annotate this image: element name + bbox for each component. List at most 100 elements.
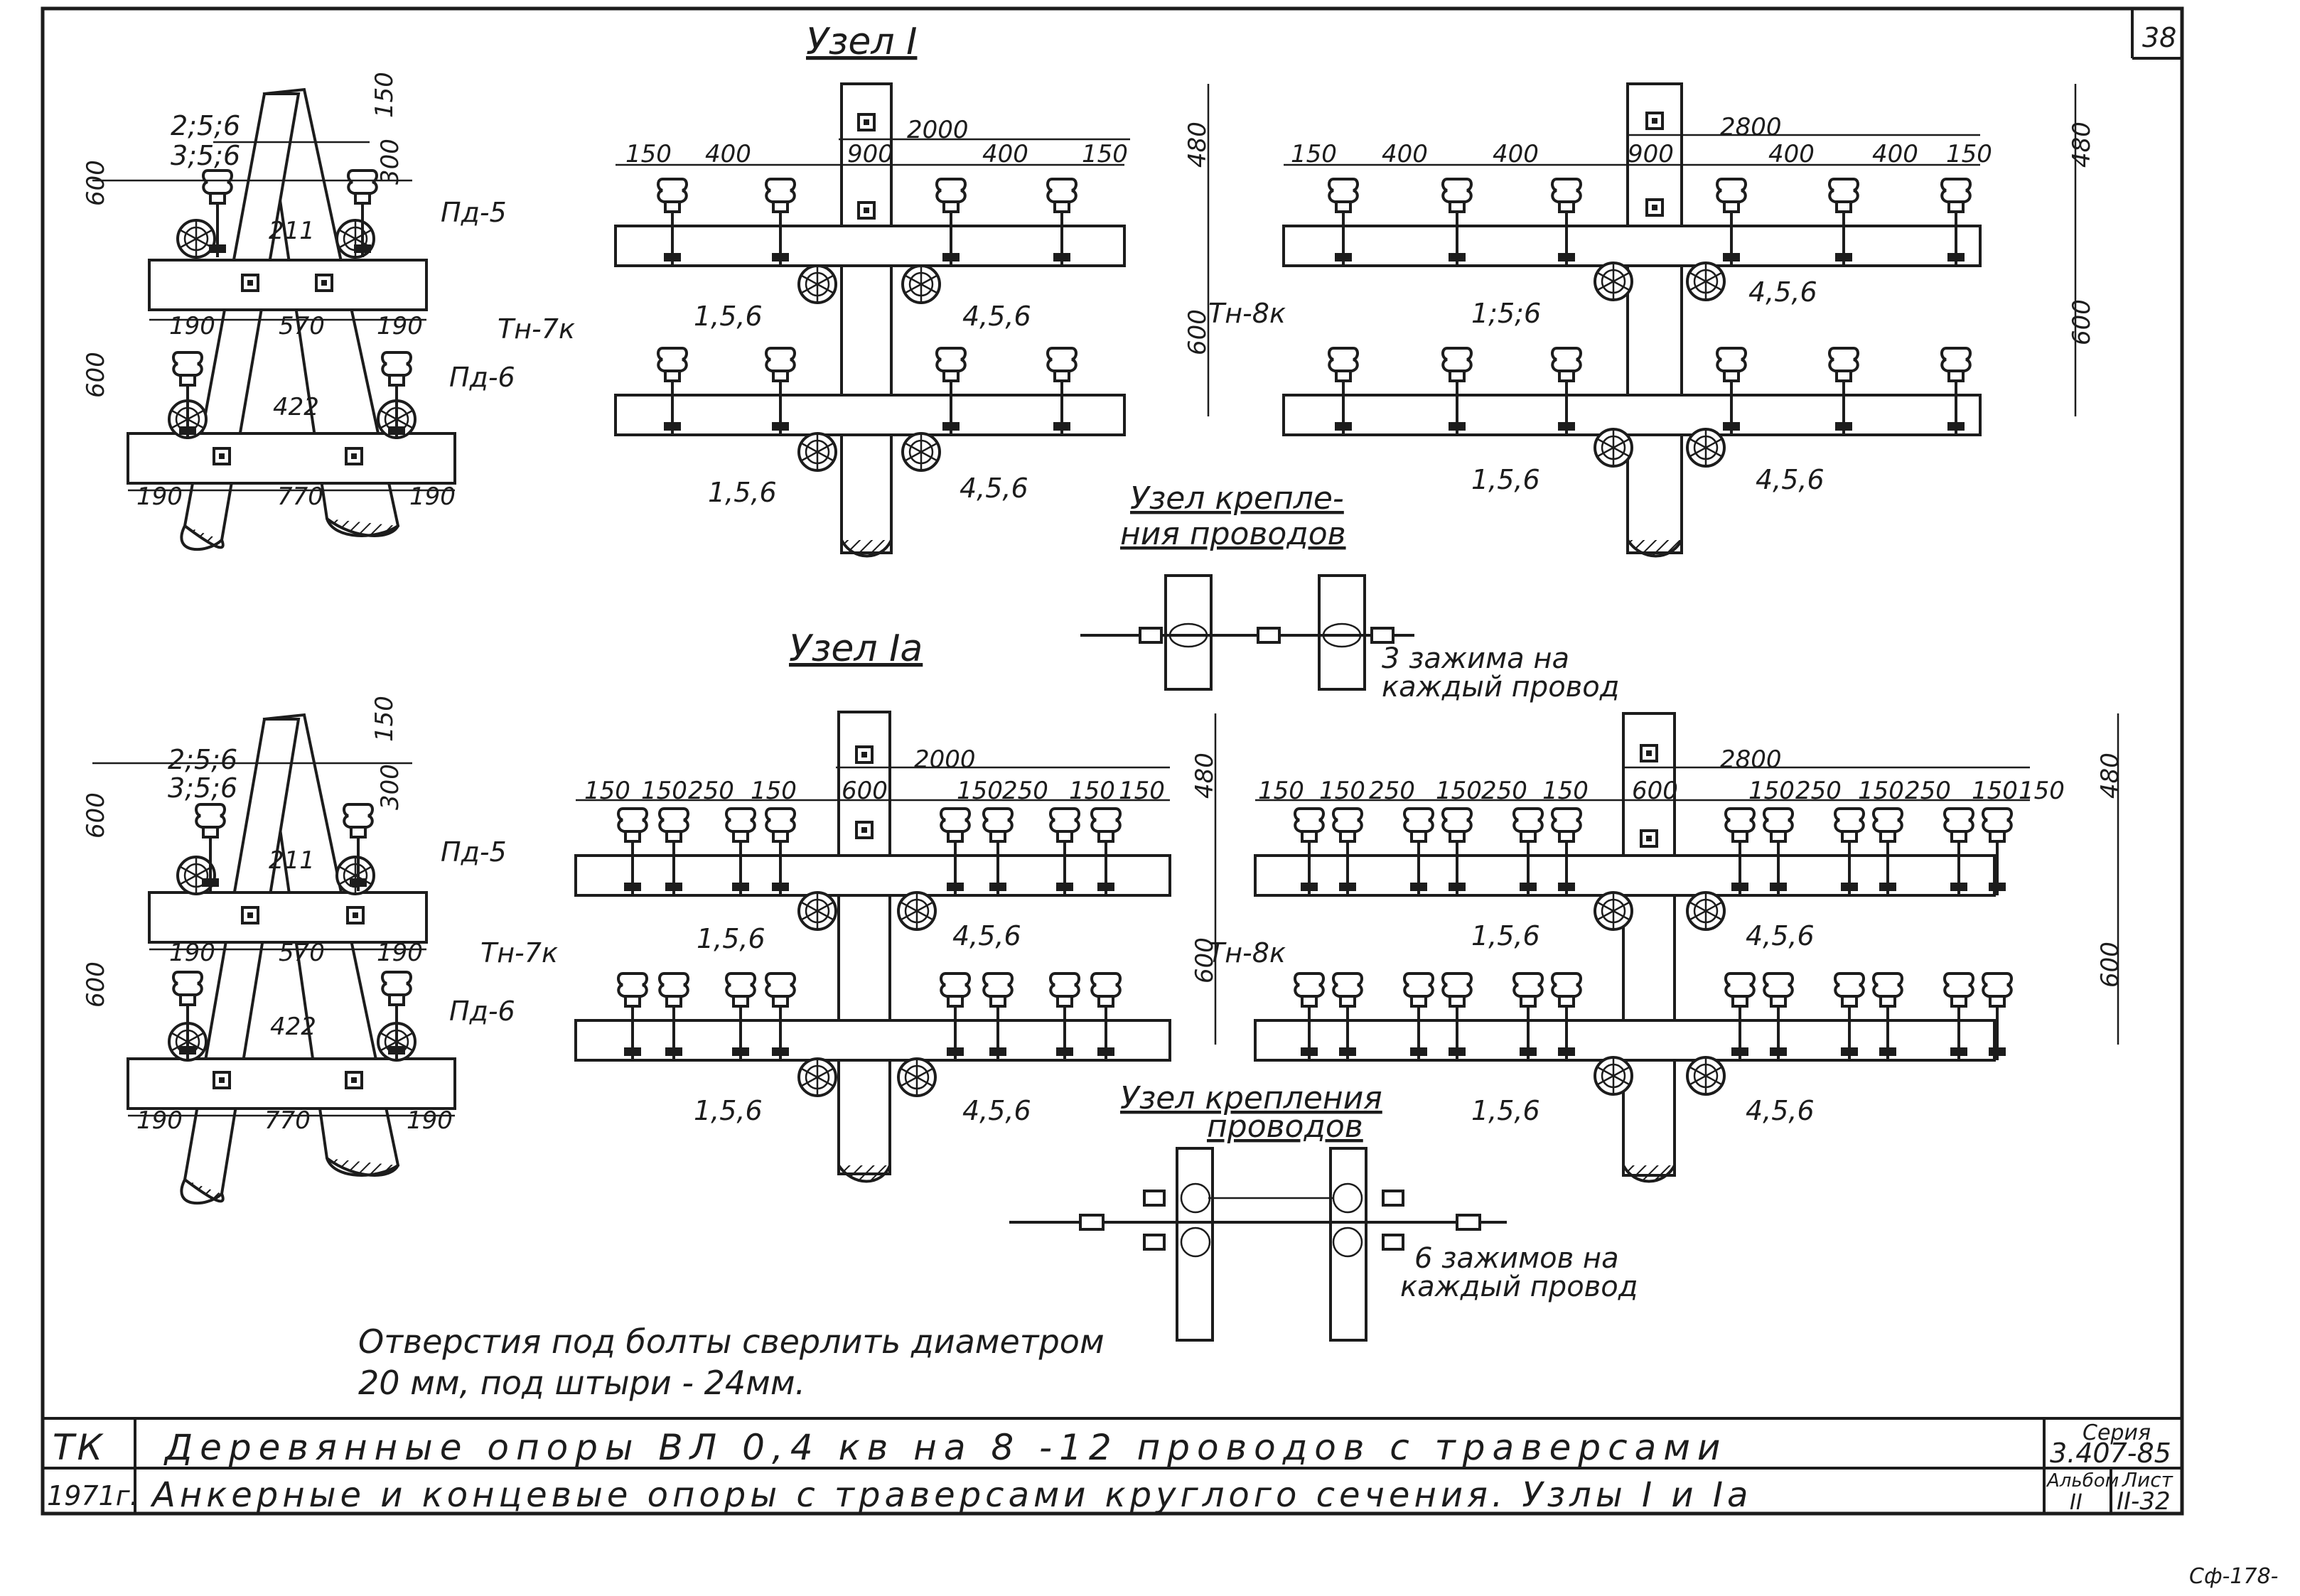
title-node1: Узел I	[806, 21, 917, 63]
note-drill-1: Отверстия под болты сверлить диаметром	[358, 1322, 1105, 1361]
dim-400-n1r-c: 400	[1768, 140, 1815, 168]
dim-250-n1ar-d: 250	[1905, 777, 1951, 805]
ref-156-n1ar-a: 1,5,6	[1471, 920, 1540, 951]
dim-600-top-b: 600	[82, 352, 110, 398]
dim-900-n1r: 900	[1628, 140, 1674, 168]
dim-150-n1a-e: 150	[1069, 777, 1115, 805]
tb-year: 1971г.	[47, 1480, 139, 1511]
dim-150-n1a-b: 150	[641, 777, 687, 805]
dim-770-bottom: 770	[264, 1106, 311, 1135]
dim-150-n1ar-g: 150	[1972, 777, 2018, 805]
ref-456-n1r-a: 4,5,6	[1748, 276, 1817, 308]
ref-156-n1a-b: 1,5,6	[694, 1095, 763, 1126]
ref-456-n1-a: 4,5,6	[962, 301, 1031, 332]
ref-356-bottom: 3;5;6	[168, 772, 237, 804]
page-number-box: 38	[2131, 7, 2182, 60]
ref-456-n1r-b: 4,5,6	[1756, 464, 1825, 495]
dim-600-bottom-b: 600	[82, 961, 110, 1008]
dim-211-top: 211	[269, 217, 315, 245]
label-pd6-bottom: Пд-6	[449, 996, 515, 1027]
dim-400-n1-b: 400	[982, 140, 1028, 168]
dim-150-n1ar-f: 150	[1858, 777, 1904, 805]
dim-400-n1-a: 400	[705, 140, 751, 168]
ref-156-n1-b: 1,5,6	[708, 477, 777, 508]
dim-480-n1ar: 480	[2096, 753, 2124, 799]
tb-series-label: Серия	[2083, 1420, 2151, 1445]
dim-150-n1a-d: 150	[957, 777, 1003, 805]
dim-190-top-d: 190	[409, 482, 456, 511]
dim-2800-top: 2800	[1720, 113, 1782, 141]
ref-356-top: 3;5;6	[171, 140, 240, 171]
dim-570-top: 570	[279, 312, 325, 340]
wire-attachment-bottom	[1009, 1147, 1507, 1342]
ref-256-bottom: 2;5;6	[168, 744, 237, 775]
note-clamps-6-a: 6 зажимов на	[1414, 1242, 1619, 1275]
dim-150-n1ar-e: 150	[1748, 777, 1795, 805]
dim-190-top-b: 190	[377, 312, 423, 340]
dim-150-n1a-f: 150	[1119, 777, 1165, 805]
ref-156-n1a-a: 1,5,6	[697, 923, 765, 954]
label-tn8k-top: Тн-8к	[1208, 298, 1286, 329]
dim-2800-bottom: 2800	[1720, 745, 1782, 774]
pole-elevation-top	[92, 87, 456, 551]
dim-300-bottom: 300	[376, 764, 404, 810]
dim-150-n1a-c: 150	[751, 777, 797, 805]
title-wire-node-top-2: ния проводов	[1120, 516, 1346, 552]
tb-line2: Анкерные и концевые опоры с траверсами к…	[150, 1475, 1752, 1515]
label-tn7k-bottom: Тн-7к	[480, 937, 558, 969]
dim-190-top-a: 190	[169, 312, 215, 340]
tb-line1: Деревянные опоры ВЛ 0,4 кв на 8 -12 пров…	[163, 1427, 1727, 1468]
dim-600-n1r: 600	[2068, 299, 2096, 345]
dim-770-top: 770	[277, 482, 323, 511]
dim-400-n1r-a: 400	[1382, 140, 1428, 168]
dim-150-n1r-b: 150	[1946, 140, 1992, 168]
dim-600-n1a-v: 600	[1191, 937, 1219, 983]
dim-422-bottom: 422	[270, 1013, 316, 1041]
ref-156-n1r: 1,5,6	[1471, 464, 1540, 495]
tb-series-value: 3.407-85	[2050, 1438, 2171, 1469]
dim-190-bottom-c: 190	[136, 1106, 183, 1135]
dim-600-n1a: 600	[842, 777, 888, 805]
dim-250-n1a-a: 250	[688, 777, 734, 805]
dim-190-bottom-a: 190	[169, 939, 215, 967]
dim-150-n1ar-d: 150	[1542, 777, 1589, 805]
page-number: 38	[2142, 22, 2176, 53]
ref-456-n1a-a: 4,5,6	[952, 920, 1021, 951]
title-wire-node-bottom-2: проводов	[1207, 1109, 1363, 1145]
wire-attachment-top	[1080, 574, 1414, 691]
tb-sheet-value: II-32	[2117, 1487, 2171, 1516]
ref-456-n1a-b: 4,5,6	[962, 1095, 1031, 1126]
dim-600-n1ar-v: 600	[2096, 942, 2124, 988]
dim-2000-top: 2000	[907, 116, 969, 144]
note-clamps-3-a: 3 зажима на	[1382, 642, 1569, 675]
dim-422-top: 422	[273, 393, 319, 421]
dim-211-bottom: 211	[269, 846, 315, 875]
dim-2000-bottom: 2000	[914, 745, 976, 774]
dim-150-n1ar-b: 150	[1319, 777, 1365, 805]
dim-300-top: 300	[376, 139, 404, 185]
tb-album-label: Альбом	[2046, 1470, 2119, 1492]
dim-250-n1a-b: 250	[1002, 777, 1048, 805]
label-tn8k-bottom: Тн-8к	[1208, 937, 1286, 969]
dim-900-n1: 900	[847, 140, 893, 168]
dim-600-n1ar: 600	[1632, 777, 1678, 805]
title-wire-node-bottom-1: Узел крепления	[1120, 1080, 1382, 1116]
ref-156b-n1r: 1;5;6	[1471, 298, 1541, 329]
dim-190-top-c: 190	[136, 482, 183, 511]
dim-150-top: 150	[370, 72, 399, 118]
tb-code: ТК	[53, 1427, 105, 1468]
dim-480-n1a: 480	[1191, 753, 1219, 799]
dim-250-n1ar-c: 250	[1795, 777, 1842, 805]
ref-456-n1-b: 4,5,6	[960, 473, 1028, 504]
note-clamps-3-b: каждый провод	[1382, 671, 1619, 703]
note-drill-2: 20 мм, под штыри - 24мм.	[358, 1364, 805, 1402]
dim-150-bottom: 150	[370, 696, 399, 742]
dim-150-n1-a: 150	[625, 140, 672, 168]
dim-480-n1: 480	[1183, 122, 1212, 168]
dim-150-n1ar-h: 150	[2019, 777, 2065, 805]
label-tn7k-top: Тн-7к	[498, 313, 575, 345]
dim-400-n1r-d: 400	[1872, 140, 1918, 168]
label-pd5-bottom: Пд-5	[441, 836, 507, 868]
crossarm-assembly-tn7k-top	[614, 82, 1210, 558]
